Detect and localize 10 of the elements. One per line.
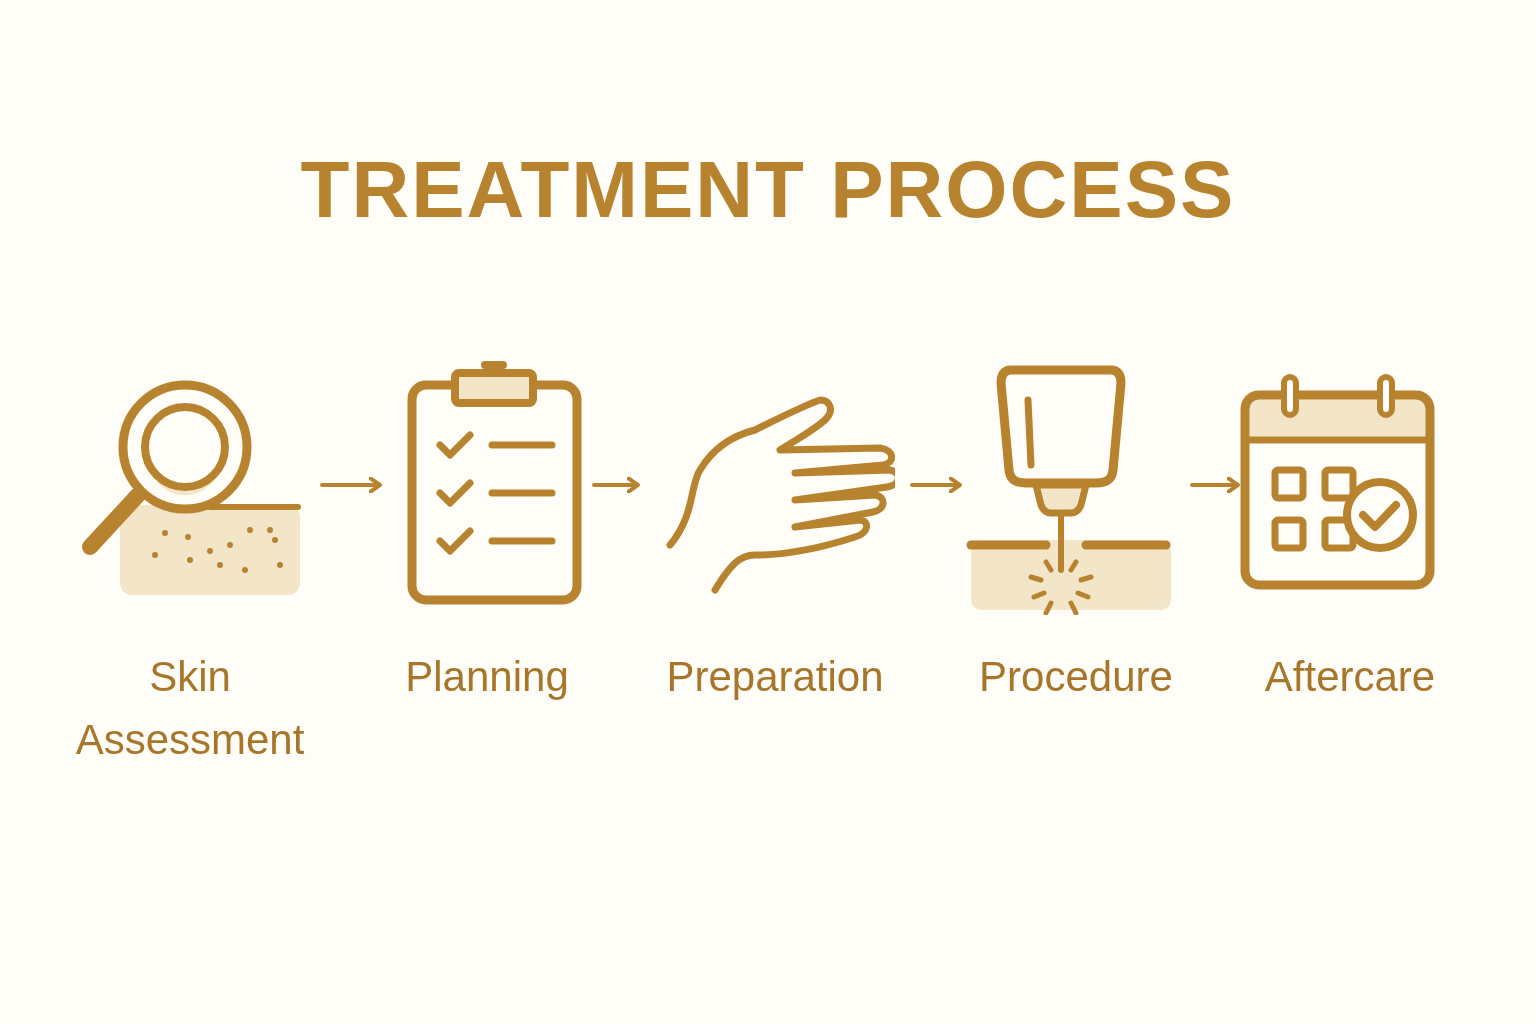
title: TREATMENT PROCESS: [299, 150, 1237, 230]
arrow: [910, 476, 962, 494]
arrow: [1190, 476, 1240, 494]
step-label: Skin Assessment: [74, 652, 306, 765]
step-label: Preparation: [666, 652, 884, 702]
arrow: [320, 476, 382, 494]
step-label: Aftercare: [1264, 652, 1436, 702]
arrow: [592, 476, 640, 494]
step-label: Procedure: [979, 652, 1173, 702]
step-label: Planning: [405, 652, 569, 702]
